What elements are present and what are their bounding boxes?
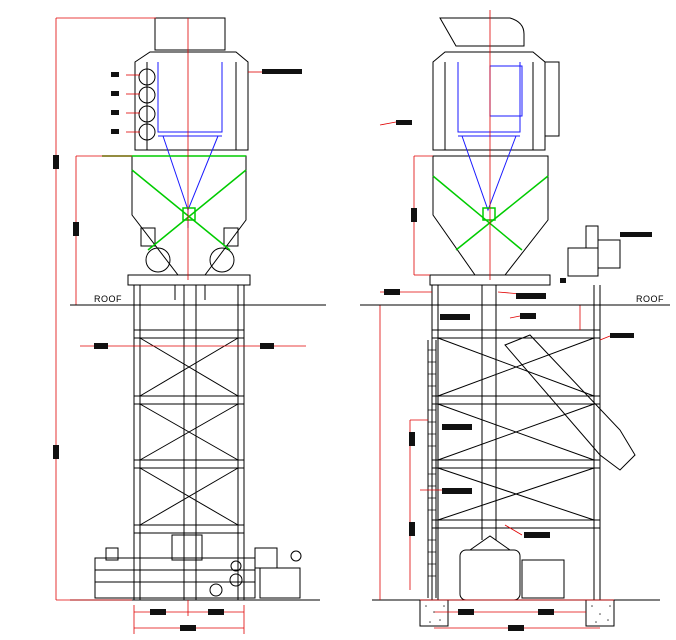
footing-hatch [425,605,611,623]
right-exhaust-hood [439,17,525,47]
right-ladder-rungs [428,349,436,577]
right-vessel [459,549,521,601]
left-platform [127,274,251,286]
left-port-3 [138,105,156,123]
right-hopper [432,155,549,276]
left-dimensions [55,17,306,634]
right-blower [567,247,599,277]
right-bracing [432,175,549,251]
left-exhaust-box [154,17,226,51]
left-dimension-tags [53,69,302,631]
right-elevation [372,17,660,627]
left-ground-equipment [94,557,256,599]
left-port-2 [138,86,156,104]
left-hopper-inner [157,62,223,228]
right-dimension-tags [384,120,652,631]
right-dimensions [379,10,614,629]
right-roof-label: ROOF [636,294,664,304]
right-footing-left [419,599,449,627]
left-elevation [70,17,320,601]
left-fan-1 [145,247,171,273]
left-roof-label: ROOF [94,294,122,304]
right-hopper-inner [457,62,523,212]
right-footing-right [585,599,615,627]
right-filter-housing [432,51,546,151]
left-fan-2 [209,247,235,273]
right-chute [504,334,636,471]
left-port-1 [138,68,156,86]
left-hopper [131,155,247,276]
